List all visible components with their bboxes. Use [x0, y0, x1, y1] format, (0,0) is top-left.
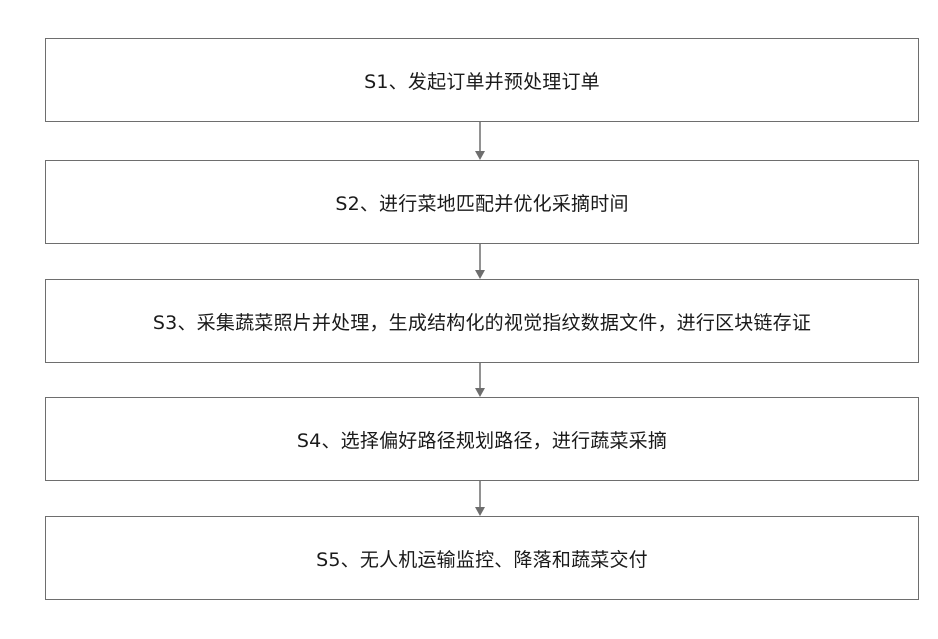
step-label-s1: S1、发起订单并预处理订单 [364, 67, 600, 94]
arrow-down-icon [474, 363, 486, 397]
arrow-s3-to-s4 [474, 363, 486, 397]
arrow-s4-to-s5 [474, 481, 486, 516]
step-box-s1: S1、发起订单并预处理订单 [45, 38, 919, 122]
arrow-s2-to-s3 [474, 244, 486, 279]
step-box-s4: S4、选择偏好路径规划路径，进行蔬菜采摘 [45, 397, 919, 481]
step-label-s3: S3、采集蔬菜照片并处理，生成结构化的视觉指纹数据文件，进行区块链存证 [153, 308, 811, 335]
step-label-s2: S2、进行菜地匹配并优化采摘时间 [335, 189, 628, 216]
arrow-s1-to-s2 [474, 122, 486, 160]
arrow-down-icon [474, 244, 486, 279]
arrow-down-icon [474, 122, 486, 160]
step-box-s2: S2、进行菜地匹配并优化采摘时间 [45, 160, 919, 244]
step-box-s5: S5、无人机运输监控、降落和蔬菜交付 [45, 516, 919, 600]
step-box-s3: S3、采集蔬菜照片并处理，生成结构化的视觉指纹数据文件，进行区块链存证 [45, 279, 919, 363]
arrow-down-icon [474, 481, 486, 516]
step-label-s4: S4、选择偏好路径规划路径，进行蔬菜采摘 [297, 426, 667, 453]
step-label-s5: S5、无人机运输监控、降落和蔬菜交付 [316, 545, 648, 572]
